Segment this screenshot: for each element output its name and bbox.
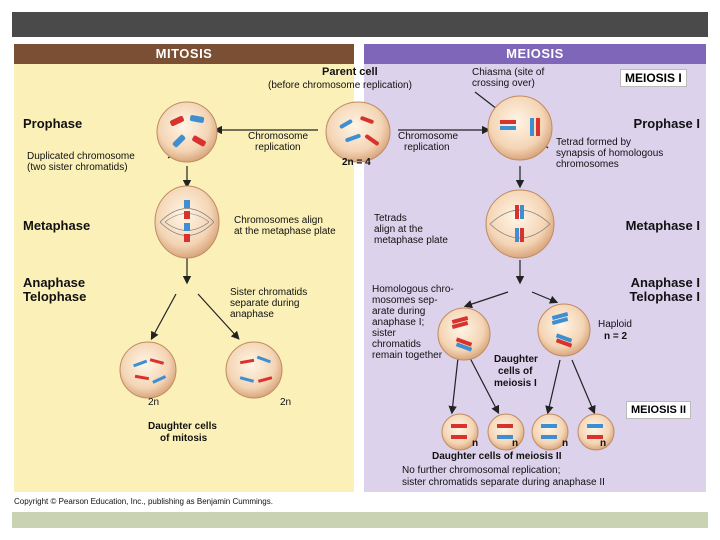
n-label-1: n <box>472 438 479 449</box>
two-n-right: 2n <box>280 397 292 408</box>
tetrads-align-2: align at the <box>374 224 423 235</box>
meiosis-prophase-cell <box>487 95 553 161</box>
prophase-1-label: Prophase I <box>633 116 700 131</box>
homologous-3: arate during <box>372 306 426 317</box>
meiosis-2-box: MEIOSIS II <box>626 401 692 419</box>
top-bar <box>12 12 708 37</box>
chiasma-label-2: crossing over) <box>472 78 535 89</box>
mitosis-prophase-cell <box>156 101 218 163</box>
daughter-meiosis2: Daughter cells of meiosis II <box>432 451 562 462</box>
chrom-align-1: Chromosomes align <box>234 215 323 226</box>
meiosis-header: MEIOSIS <box>364 44 706 64</box>
anaphase-label: Anaphase <box>23 275 86 290</box>
mitosis-metaphase-cell <box>154 185 220 259</box>
tetrads-align-3: metaphase plate <box>374 235 448 246</box>
telophase-1-label: Telophase I <box>629 289 700 304</box>
bottom-bar <box>12 512 708 528</box>
anaphase-1-label: Anaphase I <box>630 275 700 290</box>
haploid-1: Haploid <box>598 319 632 330</box>
n-label-2: n <box>512 438 519 449</box>
homologous-1: Homologous chro- <box>372 284 454 295</box>
mitosis-header: MITOSIS <box>14 44 354 64</box>
homologous-2: mosomes sep- <box>372 295 438 306</box>
tetrads-align-1: Tetrads <box>374 213 407 224</box>
meiosis1-daughter-cell-right <box>537 303 591 357</box>
two-n-left: 2n <box>148 397 160 408</box>
parent-cell-title: Parent cell <box>322 66 378 78</box>
parent-cell <box>325 101 391 163</box>
daughter-meiosis1-3: meiosis I <box>494 378 537 389</box>
no-further-2: sister chromatids separate during anapha… <box>402 477 605 488</box>
prophase-label: Prophase <box>23 116 83 131</box>
meiosis-metaphase-cell <box>485 189 555 259</box>
tetrad-label-3: chromosomes <box>556 159 619 170</box>
homologous-6: chromatids <box>372 339 421 350</box>
sister-chromatids-1: Sister chromatids <box>230 287 308 298</box>
duplicated-chromosome-2: (two sister chromatids) <box>27 162 128 173</box>
homologous-4: anaphase I; <box>372 317 425 328</box>
metaphase-1-label: Metaphase I <box>625 218 700 233</box>
chromrep-left-2: replication <box>255 142 301 153</box>
two-n-4: 2n = 4 <box>342 157 371 168</box>
mitosis-daughter-cell-left <box>119 341 177 399</box>
chrom-align-2: at the metaphase plate <box>234 226 336 237</box>
no-further-1: No further chromosomal replication; <box>402 465 561 476</box>
duplicated-chromosome-1: Duplicated chromosome <box>27 151 135 162</box>
meiosis-1-box: MEIOSIS I <box>620 69 687 87</box>
homologous-5: sister <box>372 328 396 339</box>
parent-cell-subtitle: (before chromosome replication) <box>268 80 412 91</box>
tetrad-label-2: synapsis of homologous <box>556 148 664 159</box>
copyright: Copyright © Pearson Education, Inc., pub… <box>14 497 273 506</box>
chromrep-right-1: Chromosome <box>398 131 459 142</box>
haploid-2: n = 2 <box>604 331 628 342</box>
n-label-3: n <box>562 438 569 449</box>
n-label-4: n <box>600 438 607 449</box>
sister-chromatids-2: separate during <box>230 298 300 309</box>
daughter-mitosis-1: Daughter cells <box>148 421 217 432</box>
mitosis-daughter-cell-right <box>225 341 283 399</box>
daughter-mitosis-2: of mitosis <box>160 433 208 444</box>
tetrad-label-1: Tetrad formed by <box>556 137 632 148</box>
daughter-meiosis1-1: Daughter <box>494 354 538 365</box>
meiosis2-daughter-cells <box>441 413 615 451</box>
metaphase-label: Metaphase <box>23 218 91 233</box>
chromrep-left-1: Chromosome <box>248 131 309 142</box>
homologous-7: remain together <box>372 350 443 361</box>
chromrep-right-2: replication <box>404 142 450 153</box>
sister-chromatids-3: anaphase <box>230 309 274 320</box>
meiosis1-daughter-cell-left <box>437 307 491 361</box>
telophase-label: Telophase <box>23 289 87 304</box>
chiasma-label-1: Chiasma (site of <box>472 67 545 78</box>
daughter-meiosis1-2: cells of <box>498 366 533 377</box>
